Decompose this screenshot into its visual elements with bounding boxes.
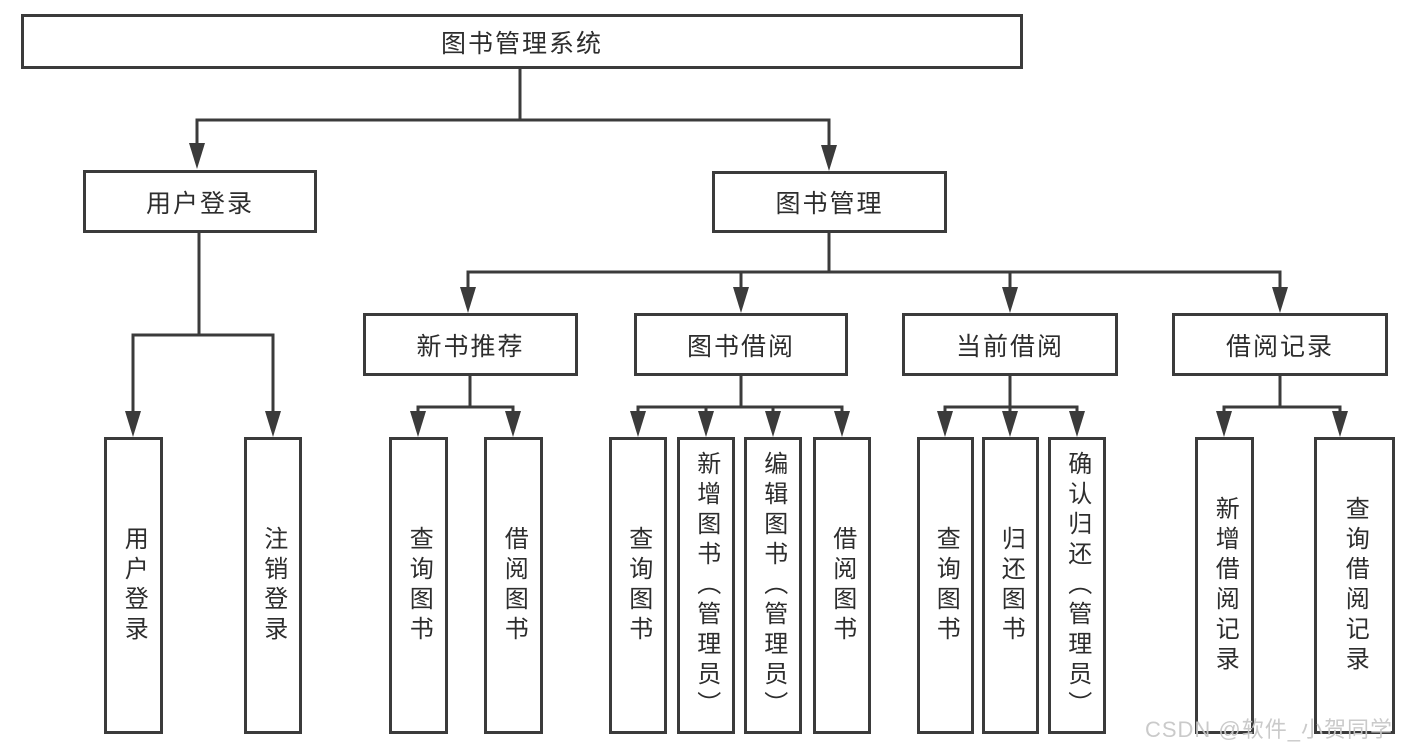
- leaf-user-login: 用户登录: [104, 437, 163, 734]
- leaf-logout: 注销登录: [244, 437, 302, 734]
- leaf-query-book-3: 查询图书: [917, 437, 974, 734]
- node-label: 新书推荐: [416, 332, 525, 361]
- leaf-label: 确认归还（管理员）: [1063, 450, 1091, 721]
- node-library-management-system: 图书管理系统: [21, 14, 1023, 69]
- leaf-label: 新增图书（管理员）: [692, 450, 720, 721]
- node-borrow-record: 借阅记录: [1172, 313, 1388, 376]
- node-label: 借阅记录: [1225, 332, 1334, 361]
- node-user-login: 用户登录: [83, 170, 317, 233]
- leaf-query-book-2: 查询图书: [609, 437, 667, 734]
- leaf-borrow-book-2: 借阅图书: [813, 437, 871, 734]
- leaf-label: 归还图书: [997, 525, 1025, 646]
- leaf-confirm-return-admin: 确认归还（管理员）: [1048, 437, 1106, 734]
- node-new-book-recommend: 新书推荐: [363, 313, 578, 376]
- node-current-borrow: 当前借阅: [902, 313, 1118, 376]
- node-book-management: 图书管理: [712, 171, 947, 233]
- leaf-label: 用户登录: [120, 525, 148, 646]
- leaf-query-borrow-record: 查询借阅记录: [1314, 437, 1395, 734]
- leaf-borrow-book-1: 借阅图书: [484, 437, 543, 734]
- csdn-watermark: CSDN @软件_小贺同学: [1144, 717, 1393, 742]
- leaf-label: 查询借阅记录: [1341, 495, 1369, 676]
- node-book-borrow: 图书借阅: [634, 313, 848, 376]
- leaf-label: 查询图书: [405, 525, 433, 646]
- leaf-add-book-admin: 新增图书（管理员）: [677, 437, 735, 734]
- node-label: 用户登录: [145, 189, 254, 218]
- leaf-label: 注销登录: [259, 525, 287, 646]
- leaf-edit-book-admin: 编辑图书（管理员）: [744, 437, 802, 734]
- leaf-label: 新增借阅记录: [1211, 495, 1239, 676]
- leaf-label: 查询图书: [624, 525, 652, 646]
- leaf-query-book-1: 查询图书: [389, 437, 448, 734]
- node-label: 图书管理: [775, 190, 884, 218]
- leaf-add-borrow-record: 新增借阅记录: [1195, 437, 1254, 734]
- leaf-label: 编辑图书（管理员）: [759, 450, 787, 721]
- leaf-return-book: 归还图书: [982, 437, 1039, 734]
- leaf-label: 借阅图书: [500, 525, 528, 646]
- leaf-label: 借阅图书: [828, 525, 856, 646]
- node-label: 当前借阅: [955, 332, 1064, 361]
- node-label: 图书借阅: [686, 332, 795, 361]
- node-label: 图书管理系统: [440, 29, 603, 58]
- leaf-label: 查询图书: [932, 525, 960, 646]
